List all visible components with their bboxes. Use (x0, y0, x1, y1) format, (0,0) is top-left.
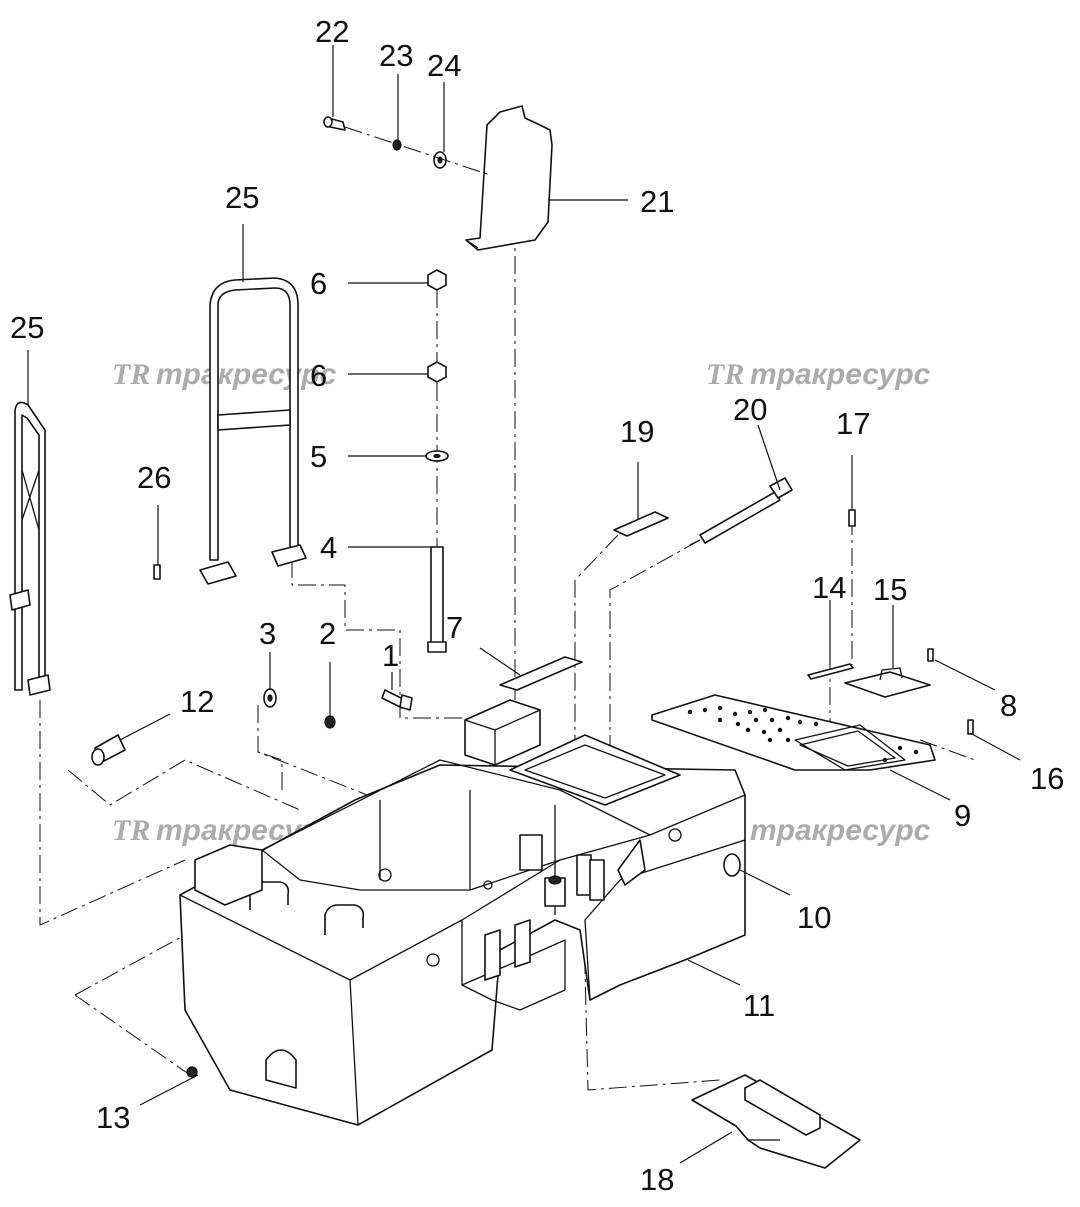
ballast-box (179, 759, 746, 1126)
callout-7: 7 (446, 610, 463, 645)
callout-16: 16 (1030, 761, 1064, 796)
watermark-text: тракресурс (750, 814, 931, 847)
callout-12: 12 (180, 684, 214, 719)
plug-10 (723, 853, 741, 877)
callout-19: 19 (620, 414, 654, 449)
leader-lines (27, 45, 1021, 1164)
callout-21: 21 (640, 184, 674, 219)
pin-axis-line (344, 126, 491, 176)
callout-labels: 22 23 24 25 21 25 6 6 5 4 26 3 2 1 7 12 … (10, 14, 1064, 1197)
callout-18: 18 (640, 1162, 674, 1197)
hatch-frame (509, 734, 681, 806)
callout-13: 13 (96, 1100, 130, 1135)
watermark-text: тракресурс (156, 358, 337, 391)
callout-10: 10 (797, 900, 831, 935)
footplate (651, 694, 936, 771)
callout-2: 2 (319, 616, 336, 651)
callout-6-lower: 6 (310, 358, 327, 393)
watermark-2: TR тракресурс (706, 358, 931, 391)
watermark-logo: TR (706, 358, 744, 391)
nut-23 (392, 139, 402, 151)
gasket-strip (807, 663, 854, 680)
mounting-bracket (691, 1074, 861, 1169)
callout-4: 4 (320, 530, 337, 565)
washer-5 (425, 450, 449, 462)
plug-13 (186, 1066, 198, 1078)
seat-panel (465, 105, 553, 251)
callout-11: 11 (743, 988, 775, 1023)
pin-16 (967, 719, 974, 735)
pin-17 (848, 509, 856, 527)
footplate-holes (687, 705, 919, 763)
lock-washer-2 (324, 715, 336, 729)
callout-15: 15 (873, 572, 907, 607)
callout-8: 8 (1000, 688, 1017, 723)
seal-plate-19 (613, 511, 669, 537)
callout-22: 22 (315, 14, 349, 49)
watermark-text: тракресурс (750, 358, 931, 391)
callout-24: 24 (427, 48, 461, 83)
nut-upper (427, 269, 447, 291)
seal-plate-7 (499, 656, 583, 691)
handrail-left (9, 401, 51, 696)
threaded-rod (427, 546, 447, 653)
bolt-26 (153, 564, 161, 580)
hatch-cover (844, 667, 931, 698)
callout-26: 26 (137, 460, 171, 495)
callout-25-left: 25 (10, 310, 44, 345)
assembly-guide-lines (39, 225, 976, 1091)
callout-25-center: 25 (225, 180, 259, 215)
watermark-1: TR тракресурс (112, 358, 337, 391)
watermark-logo: TR (112, 358, 150, 391)
callout-20: 20 (733, 392, 767, 427)
callout-6-upper: 6 (310, 266, 327, 301)
callout-5: 5 (310, 439, 327, 474)
pin-8 (927, 648, 934, 662)
cover-bracket (464, 699, 541, 766)
callout-9: 9 (954, 798, 971, 833)
callout-1: 1 (382, 638, 399, 673)
callout-23: 23 (379, 38, 413, 73)
washer-3 (263, 688, 277, 708)
callout-14: 14 (812, 570, 846, 605)
watermark-logo: TR (112, 814, 150, 847)
bolt-1 (381, 689, 413, 711)
handrail-center (199, 277, 307, 585)
callout-17: 17 (836, 406, 870, 441)
pipe-12 (91, 734, 126, 766)
nut-lower (427, 361, 447, 383)
long-bolt (689, 477, 793, 546)
pin-22 (323, 116, 346, 131)
callout-3: 3 (259, 616, 276, 651)
